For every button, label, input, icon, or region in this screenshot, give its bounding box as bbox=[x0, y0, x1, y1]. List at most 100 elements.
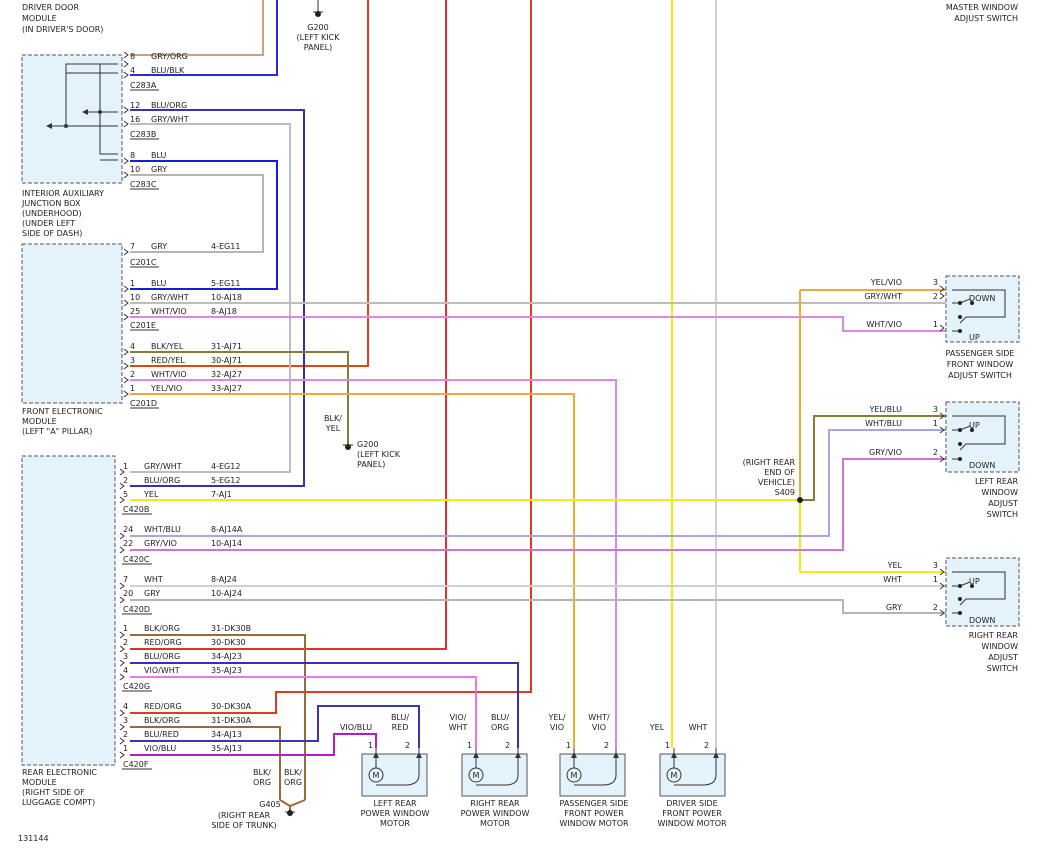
svg-text:2: 2 bbox=[123, 730, 128, 739]
svg-text:20: 20 bbox=[123, 589, 133, 598]
svg-text:S409: S409 bbox=[775, 488, 795, 497]
svg-text:ORG: ORG bbox=[491, 723, 509, 732]
svg-text:4-EG12: 4-EG12 bbox=[211, 462, 240, 471]
junction-box-label: INTERIOR AUXILIARY JUNCTION BOX (UNDERHO… bbox=[21, 189, 104, 238]
connector-c283b: 12 BLU/ORG 16 GRY/WHT C283B bbox=[130, 101, 189, 139]
svg-text:ORG: ORG bbox=[284, 778, 302, 787]
connector-c201c: 7 GRY 4-EG11 C201C bbox=[130, 242, 240, 267]
svg-text:3: 3 bbox=[933, 278, 938, 287]
connector-c420c: 24 WHT/BLU 8-AJ14A 22 GRY/VIO 10-AJ14 C4… bbox=[123, 525, 243, 564]
svg-text:C283C: C283C bbox=[130, 180, 157, 189]
svg-text:BLK/: BLK/ bbox=[324, 414, 342, 423]
svg-text:7-AJ1: 7-AJ1 bbox=[211, 490, 232, 499]
svg-text:8-AJ14A: 8-AJ14A bbox=[211, 525, 243, 534]
svg-text:ADJUST: ADJUST bbox=[988, 653, 1018, 662]
svg-text:C420D: C420D bbox=[123, 605, 150, 614]
svg-text:UP: UP bbox=[969, 333, 980, 342]
svg-text:ADJUST: ADJUST bbox=[988, 499, 1018, 508]
passenger-front-motor: M 1 2 YEL/ VIO WHT/ VIO PASSENGER SIDE F… bbox=[547, 713, 629, 828]
svg-text:BLU/ORG: BLU/ORG bbox=[151, 101, 187, 110]
svg-text:YEL: YEL bbox=[143, 490, 159, 499]
svg-text:1: 1 bbox=[566, 741, 571, 750]
connector-pins bbox=[119, 51, 129, 759]
svg-text:G200: G200 bbox=[357, 440, 378, 449]
svg-text:BLU: BLU bbox=[151, 279, 167, 288]
g405-ground: BLK/ ORG BLK/ ORG G405 (RIGHT REAR SIDE … bbox=[211, 768, 302, 830]
svg-text:35-AJ23: 35-AJ23 bbox=[211, 666, 242, 675]
svg-text:31-DK30A: 31-DK30A bbox=[211, 716, 252, 725]
svg-text:3: 3 bbox=[933, 561, 938, 570]
svg-text:VIO: VIO bbox=[592, 723, 606, 732]
svg-text:1: 1 bbox=[130, 279, 135, 288]
svg-text:LEFT REAR: LEFT REAR bbox=[373, 799, 416, 808]
svg-text:POWER WINDOW: POWER WINDOW bbox=[461, 809, 530, 818]
svg-text:WHT/: WHT/ bbox=[588, 713, 610, 722]
svg-text:WHT/VIO: WHT/VIO bbox=[151, 307, 187, 316]
svg-text:(RIGHT REAR: (RIGHT REAR bbox=[743, 458, 796, 467]
master-switch-label: MASTER WINDOW ADJUST SWITCH bbox=[946, 3, 1018, 23]
connector-c283a: 8 GRY/ORG 4 BLU/BLK C283A bbox=[130, 52, 188, 90]
svg-text:10: 10 bbox=[130, 293, 140, 302]
svg-text:WINDOW: WINDOW bbox=[981, 488, 1018, 497]
rear-electronic-module bbox=[21, 455, 116, 766]
svg-text:POWER WINDOW: POWER WINDOW bbox=[361, 809, 430, 818]
svg-text:GRY/WHT: GRY/WHT bbox=[864, 292, 902, 301]
svg-text:VIO/WHT: VIO/WHT bbox=[144, 666, 180, 675]
svg-text:(LEFT KICK: (LEFT KICK bbox=[357, 450, 401, 459]
svg-text:34-AJ23: 34-AJ23 bbox=[211, 652, 242, 661]
svg-text:RIGHT REAR: RIGHT REAR bbox=[969, 631, 1019, 640]
connector-c420d: 7 WHT 8-AJ24 20 GRY 10-AJ24 C420D bbox=[123, 575, 242, 614]
svg-text:PASSENGER SIDE: PASSENGER SIDE bbox=[560, 799, 629, 808]
svg-text:C201D: C201D bbox=[130, 399, 157, 408]
svg-text:1: 1 bbox=[123, 462, 128, 471]
svg-text:WHT/VIO: WHT/VIO bbox=[866, 320, 902, 329]
svg-text:SWITCH: SWITCH bbox=[987, 664, 1018, 673]
svg-text:30-AJ71: 30-AJ71 bbox=[211, 356, 242, 365]
svg-text:MODULE: MODULE bbox=[22, 778, 57, 787]
svg-text:PASSENGER SIDE: PASSENGER SIDE bbox=[946, 349, 1015, 358]
svg-text:DRIVER DOOR: DRIVER DOOR bbox=[22, 3, 79, 12]
g200-mid-ground: BLK/ YEL G200 (LEFT KICK PANEL) bbox=[324, 414, 401, 469]
svg-text:GRY: GRY bbox=[886, 603, 902, 612]
svg-text:BLU/ORG: BLU/ORG bbox=[144, 652, 180, 661]
svg-text:ADJUST SWITCH: ADJUST SWITCH bbox=[948, 371, 1012, 380]
svg-text:22: 22 bbox=[123, 539, 133, 548]
svg-text:BLU/BLK: BLU/BLK bbox=[151, 66, 185, 75]
svg-text:G200: G200 bbox=[307, 23, 328, 32]
junction-box-internal bbox=[48, 63, 118, 161]
svg-text:SWITCH: SWITCH bbox=[987, 510, 1018, 519]
svg-text:8-AJ24: 8-AJ24 bbox=[211, 575, 237, 584]
svg-text:FRONT WINDOW: FRONT WINDOW bbox=[947, 360, 1014, 369]
svg-text:8: 8 bbox=[130, 151, 135, 160]
svg-text:GRY/ORG: GRY/ORG bbox=[151, 52, 188, 61]
svg-text:SIDE OF DASH): SIDE OF DASH) bbox=[22, 229, 82, 238]
svg-text:(RIGHT REAR: (RIGHT REAR bbox=[218, 811, 271, 820]
svg-text:GRY/WHT: GRY/WHT bbox=[151, 115, 189, 124]
svg-text:4-EG11: 4-EG11 bbox=[211, 242, 240, 251]
svg-text:BLK/ORG: BLK/ORG bbox=[144, 716, 180, 725]
svg-text:30-DK30: 30-DK30 bbox=[211, 638, 246, 647]
svg-text:1: 1 bbox=[933, 419, 938, 428]
svg-text:2: 2 bbox=[933, 603, 938, 612]
connector-c420b: 1 GRY/WHT 4-EG12 2 BLU/ORG 5-EG12 5 YEL … bbox=[123, 462, 240, 514]
left-rear-motor: M 1 2 VIO/BLU BLU/ RED LEFT REAR POWER W… bbox=[340, 713, 430, 828]
diagram-id: 131144 bbox=[18, 834, 49, 843]
svg-text:1: 1 bbox=[933, 320, 938, 329]
svg-text:GRY/VIO: GRY/VIO bbox=[869, 448, 902, 457]
svg-text:30-DK30A: 30-DK30A bbox=[211, 702, 252, 711]
svg-text:32-AJ27: 32-AJ27 bbox=[211, 370, 242, 379]
svg-text:2: 2 bbox=[123, 476, 128, 485]
svg-text:PANEL): PANEL) bbox=[304, 43, 332, 52]
svg-text:FRONT POWER: FRONT POWER bbox=[662, 809, 722, 818]
svg-text:M: M bbox=[373, 771, 380, 780]
svg-text:7: 7 bbox=[130, 242, 135, 251]
svg-text:(IN DRIVER'S DOOR): (IN DRIVER'S DOOR) bbox=[22, 25, 103, 34]
svg-text:C420C: C420C bbox=[123, 555, 150, 564]
svg-text:10: 10 bbox=[130, 165, 140, 174]
svg-text:C283A: C283A bbox=[130, 81, 157, 90]
svg-text:WHT/BLU: WHT/BLU bbox=[865, 419, 902, 428]
svg-text:BLU/ORG: BLU/ORG bbox=[144, 476, 180, 485]
front-module-label: FRONT ELECTRONIC MODULE (LEFT "A" PILLAR… bbox=[22, 407, 103, 436]
svg-text:DOWN: DOWN bbox=[969, 294, 995, 303]
